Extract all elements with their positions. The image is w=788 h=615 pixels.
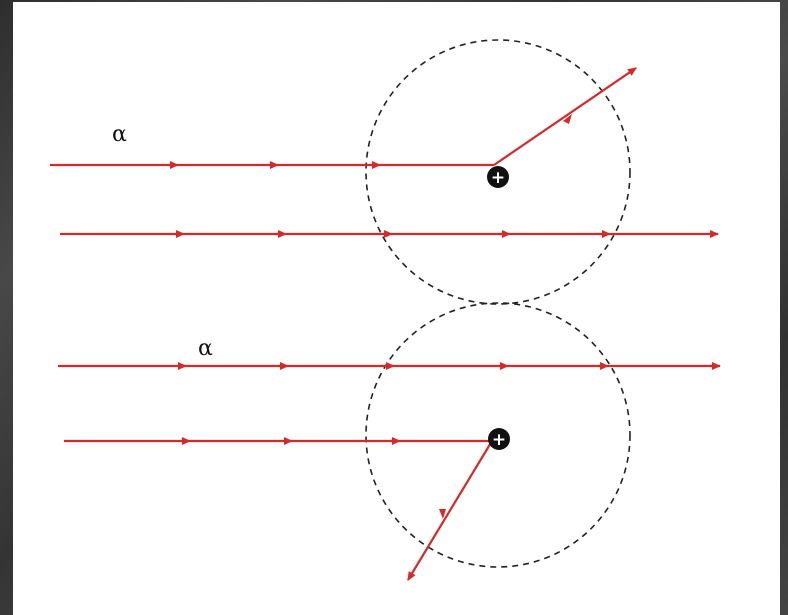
upper-deflected-track — [493, 67, 637, 166]
upper-influence-circle — [365, 39, 631, 305]
alpha-label-upper: α — [112, 122, 127, 147]
direction-mark — [284, 437, 293, 445]
direction-mark — [439, 509, 446, 519]
direction-mark — [392, 437, 401, 445]
upper-nucleus-dot — [487, 166, 509, 188]
direction-mark — [278, 230, 287, 238]
lower-influence-circle — [365, 302, 631, 568]
diagram-panel — [13, 2, 780, 615]
direction-mark — [386, 362, 395, 370]
lower-nucleus-plus: + — [492, 430, 506, 450]
direction-mark — [178, 362, 187, 370]
direction-mark — [176, 230, 185, 238]
direction-mark — [600, 362, 609, 370]
lower-nucleus-dot — [488, 428, 510, 450]
direction-mark — [270, 161, 279, 169]
alpha-label-lower: α — [198, 336, 213, 361]
direction-mark — [602, 230, 611, 238]
direction-mark — [170, 161, 179, 169]
direction-mark — [182, 437, 191, 445]
direction-mark — [502, 230, 511, 238]
lower-nucleus: + — [488, 428, 510, 450]
direction-mark — [372, 161, 381, 169]
direction-mark — [563, 114, 572, 124]
direction-mark — [384, 230, 393, 238]
direction-mark — [500, 362, 509, 370]
lower-deflected-track — [407, 440, 493, 581]
upper-nucleus-plus: + — [491, 168, 505, 188]
upper-nucleus: + — [487, 166, 509, 188]
direction-mark — [280, 362, 289, 370]
